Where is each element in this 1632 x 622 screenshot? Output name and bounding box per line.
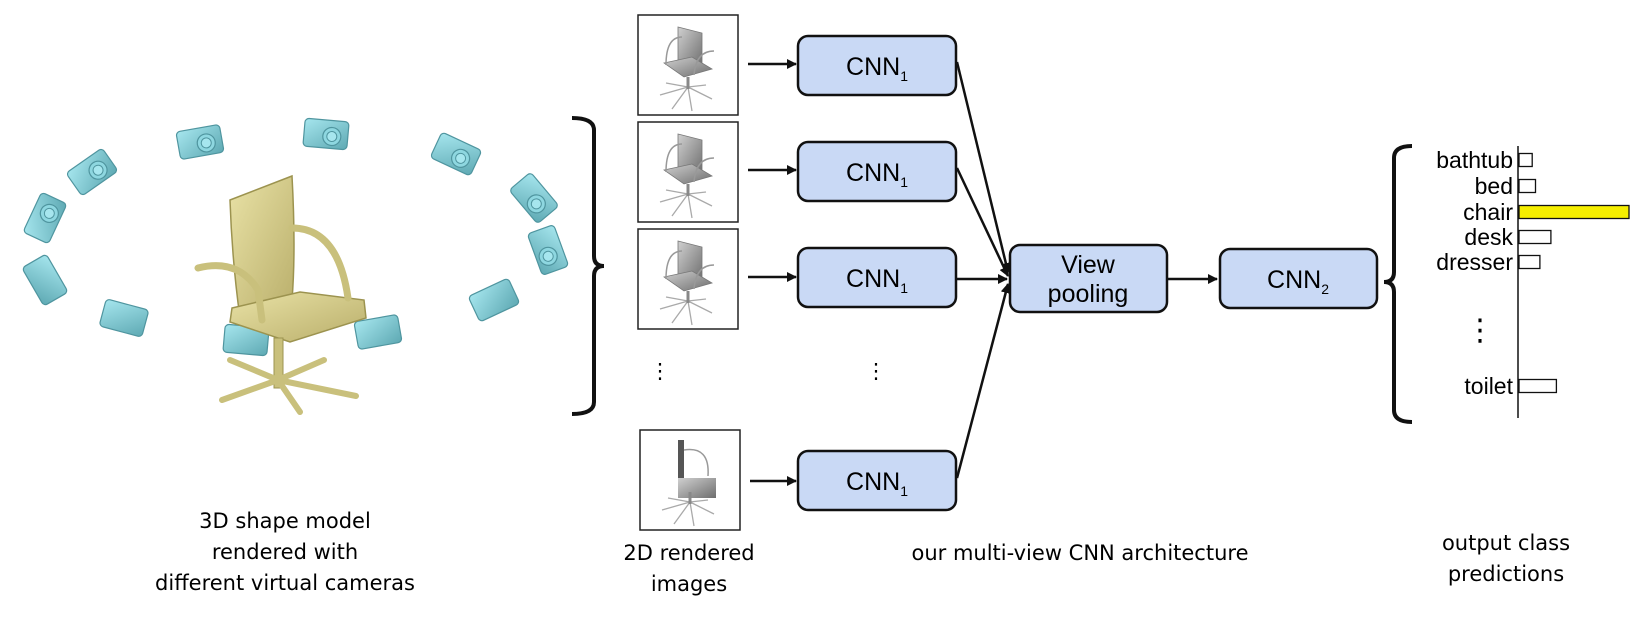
view-pooling-line-1: View — [1061, 251, 1116, 279]
class-bar-chair — [1518, 204, 1630, 220]
camera-icon — [175, 124, 225, 160]
camera-icon — [302, 117, 350, 151]
cnn1-box: CNN1 — [796, 449, 958, 512]
chair-render-icon — [659, 26, 715, 112]
right-brace — [1383, 144, 1413, 424]
class-bar-bed — [1518, 178, 1537, 194]
arrow — [955, 167, 1010, 277]
class-label: dresser — [1436, 249, 1513, 275]
cnn1-label: CNN — [846, 53, 900, 81]
image-to-cnn-arrows — [748, 59, 797, 486]
class-bar-toilet — [1518, 378, 1558, 394]
camera-icon — [99, 299, 149, 337]
chair-render-icon — [659, 240, 715, 326]
views-ellipsis: ⋮ — [650, 359, 671, 383]
chair-render-icon — [659, 133, 715, 219]
camera-icon — [430, 132, 482, 176]
camera-icon — [66, 148, 118, 196]
class-label: bathtub — [1436, 147, 1513, 173]
cnn2-label: CNN — [1267, 266, 1321, 294]
view-pooling-line-2: pooling — [1048, 280, 1129, 308]
camera-ring — [22, 117, 569, 357]
architecture-caption: our multi-view CNN architecture — [911, 541, 1248, 565]
rendered-views — [637, 14, 741, 531]
cnn2-subscript: 2 — [1321, 281, 1329, 297]
cnn1-subscript: 1 — [900, 68, 908, 84]
cnn1-subscript: 1 — [900, 280, 908, 296]
cnn1-box: CNN1 — [796, 246, 958, 309]
model-caption: 3D shape model rendered with different v… — [155, 509, 415, 595]
camera-icon — [22, 254, 68, 306]
class-label: toilet — [1464, 373, 1513, 399]
model-caption-line: 3D shape model — [199, 509, 371, 533]
model-caption-line: rendered with — [212, 540, 358, 564]
rendered-view-thumbnail — [637, 228, 739, 330]
arrow — [955, 61, 1011, 273]
model-caption-line: different virtual cameras — [155, 571, 415, 595]
cnn1-label: CNN — [846, 468, 900, 496]
chair-render-icon — [661, 440, 716, 527]
output-caption-line: output class — [1442, 531, 1570, 555]
chair-model-icon — [194, 174, 367, 415]
class-bar-desk — [1518, 229, 1552, 245]
view-pooling-box: View pooling — [1008, 243, 1169, 314]
svg-text:CNN1: CNN1 — [846, 468, 908, 499]
arrow — [955, 283, 1011, 479]
camera-icon — [510, 173, 558, 223]
rendered-view-thumbnail — [637, 14, 739, 116]
renders-caption-line: 2D rendered — [623, 541, 754, 565]
cnn1-label: CNN — [846, 159, 900, 187]
class-bar-bathtub — [1518, 152, 1533, 168]
class-label: bed — [1475, 173, 1513, 199]
camera-icon — [23, 192, 67, 244]
svg-text:CNN1: CNN1 — [846, 53, 908, 84]
cnn2-box: CNN2 — [1218, 247, 1379, 310]
cnn1-box: CNN1 — [796, 140, 958, 203]
svg-text:CNN1: CNN1 — [846, 159, 908, 190]
camera-icon — [527, 225, 569, 275]
cnn1-subscript: 1 — [900, 174, 908, 190]
class-label: desk — [1464, 224, 1513, 250]
cnn1-label: CNN — [846, 265, 900, 293]
class-label: chair — [1463, 199, 1513, 225]
output-caption-line: predictions — [1448, 562, 1564, 586]
left-brace — [571, 116, 605, 416]
cnn-to-pooling-arrows — [955, 61, 1011, 479]
svg-text:CNN1: CNN1 — [846, 265, 908, 296]
rendered-view-thumbnail — [639, 429, 741, 531]
class-ellipsis: ⋮ — [1465, 313, 1495, 348]
cnn1-subscript: 1 — [900, 483, 908, 499]
cnn1-box: CNN1 — [796, 34, 958, 97]
renders-caption: 2D rendered images — [623, 541, 754, 596]
camera-icon — [353, 314, 403, 350]
rendered-view-thumbnail — [637, 121, 739, 223]
svg-text:CNN2: CNN2 — [1267, 266, 1329, 297]
class-bar-dresser — [1518, 254, 1541, 270]
output-caption: output class predictions — [1442, 531, 1570, 586]
renders-caption-line: images — [651, 572, 727, 596]
cnn-ellipsis: ⋮ — [866, 359, 887, 383]
camera-icon — [468, 278, 520, 322]
